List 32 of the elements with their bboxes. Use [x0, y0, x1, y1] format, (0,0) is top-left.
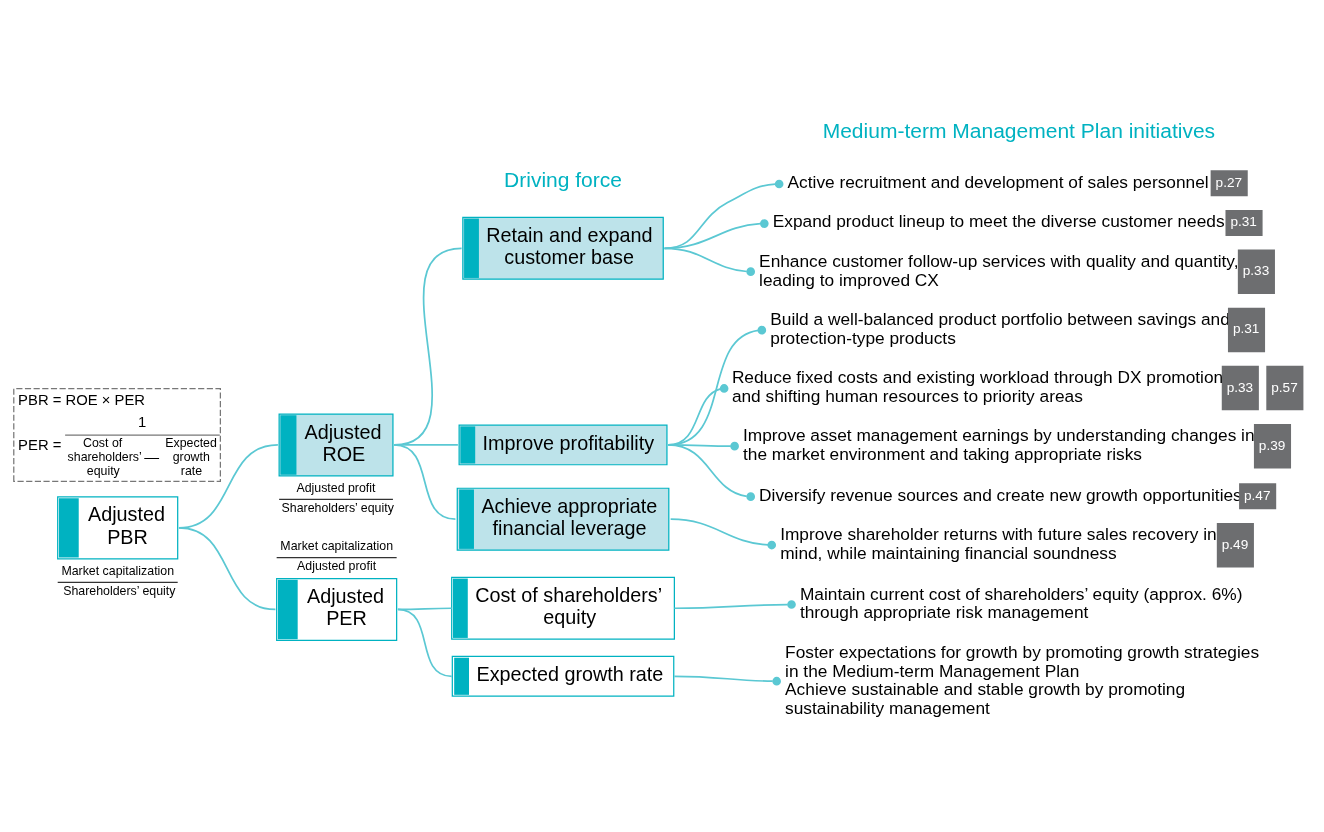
connector	[393, 443, 457, 520]
node-box: p.27	[1210, 169, 1248, 196]
node-text: Foster expectations for growth by promoting growth strategies in the Medium-term Management Plan Achieve sustainable and stable growth by promoting sustainability management	[785, 641, 1260, 718]
node-label: Improve shareholder returns with future sales recovery in mind, while maintaining financial soundness	[780, 523, 1217, 563]
node-box: p.49	[1216, 522, 1254, 567]
connector	[673, 599, 796, 609]
node-text: Maintain current cost of shareholders’ equity (approx. 6%) through appropriate risk management	[799, 583, 1243, 622]
node-label: Market capitalization	[280, 538, 394, 553]
node-label: Expand product lineup to meet the diverse customer needs	[772, 210, 1225, 231]
node-label: Enhance customer follow-up services with quality and quantity, leading to improved CX	[759, 250, 1239, 290]
connector	[667, 443, 756, 501]
node-label: Active recruitment and development of sales personnel	[787, 171, 1209, 192]
connector	[673, 674, 781, 686]
node-label: Diversify revenue sources and create new growth opportunities	[759, 484, 1242, 505]
label: Driving force	[504, 167, 623, 191]
node-label: Shareholders’ equity	[281, 500, 394, 515]
node-label: Reduce fixed costs and existing workload through DX promotion and shifting human resources to priority areas	[731, 366, 1224, 406]
connector	[178, 526, 277, 610]
connector	[397, 608, 453, 677]
node-box: p.47	[1239, 482, 1277, 509]
node-label: Market capitalization	[61, 563, 175, 578]
node-label: Shareholders’ equity	[63, 583, 176, 598]
node-box: p.39	[1253, 423, 1292, 468]
label: Medium-term Management Plan initiatives	[822, 118, 1216, 142]
node-box: p.31	[1227, 307, 1266, 352]
connector	[663, 246, 756, 276]
node-box: p.33	[1237, 249, 1275, 294]
node-label: Adjusted profit	[296, 480, 376, 495]
connector	[669, 517, 777, 549]
node-label: Adjusted profit	[297, 558, 377, 573]
node-box: p.31	[1225, 209, 1263, 236]
node-label: Improve asset management earnings by understanding changes in the market environment and taking appropriate risks	[743, 424, 1255, 464]
